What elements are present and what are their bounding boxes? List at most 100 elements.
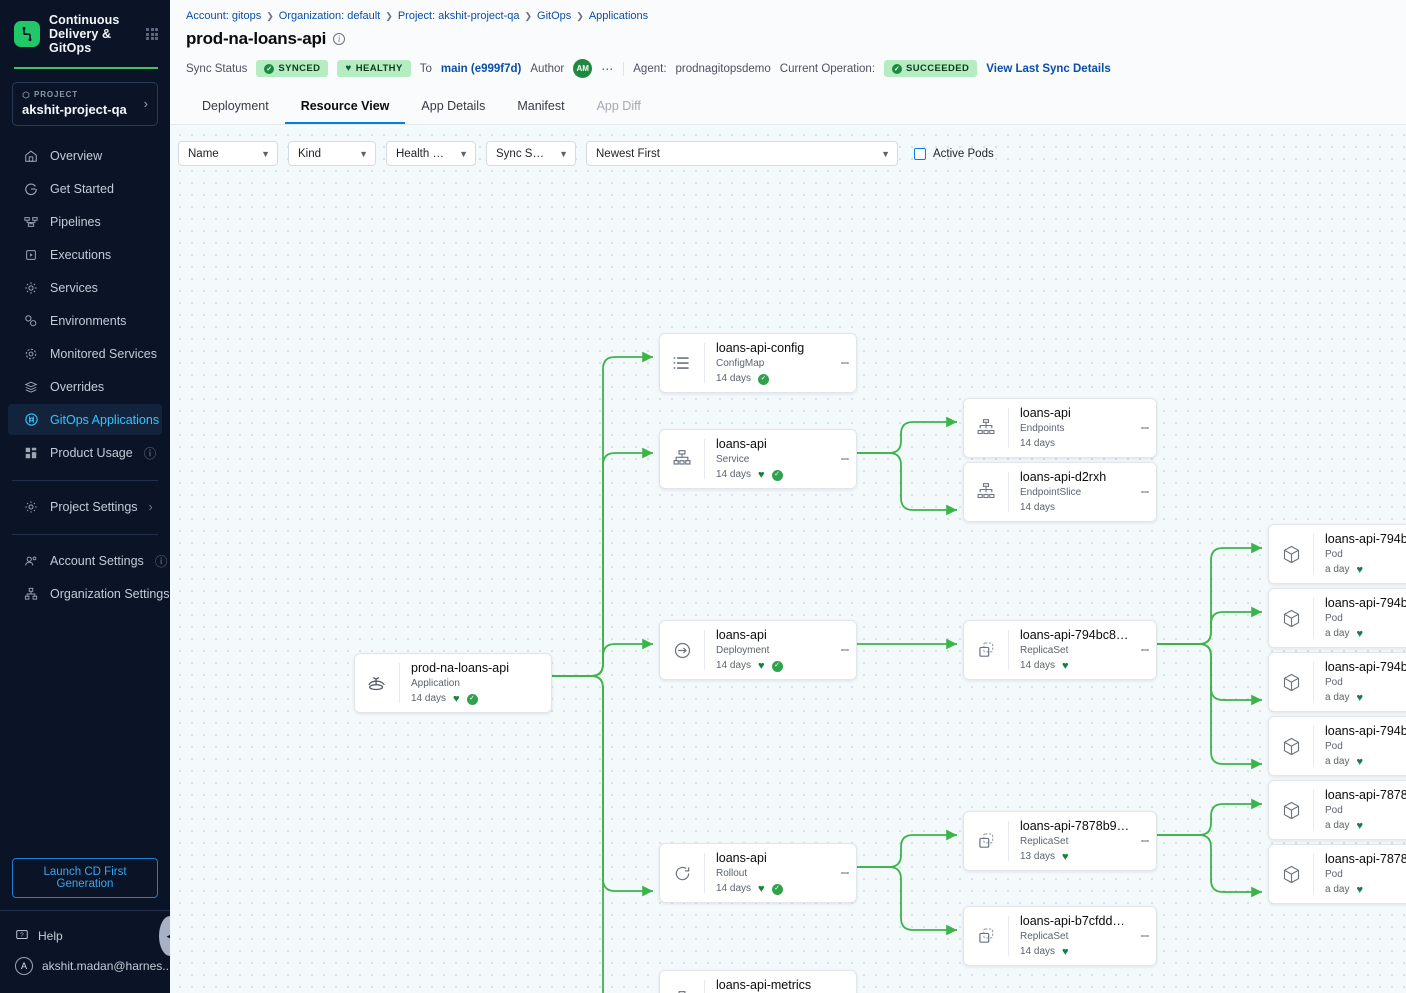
author-avatar: AM	[573, 59, 593, 78]
sort-dropdown[interactable]: Newest First ▼	[586, 141, 898, 166]
sidebar-item-pipelines[interactable]: Pipelines	[8, 206, 162, 237]
sidebar-item-product-usage[interactable]: Product Usage ⓘ	[8, 437, 162, 468]
sidebar-item-project-settings[interactable]: Project Settings ›	[8, 491, 162, 522]
resource-node-pod[interactable]: loans-api-794bc8f994-p... Pod a day ♥	[1268, 652, 1406, 712]
check-icon: ✓	[771, 660, 783, 672]
status-badge-healthy: ♥ HEALTHY	[337, 60, 411, 77]
node-name: loans-api-config	[716, 341, 805, 355]
node-divider	[1313, 662, 1314, 702]
info-icon[interactable]: ⓘ	[154, 555, 168, 569]
more-options-icon[interactable]: ⋯	[601, 61, 615, 76]
heart-icon: ♥	[1062, 945, 1069, 958]
sidebar-item-account-settings[interactable]: Account Settings ⓘ	[8, 545, 167, 576]
node-age: a day	[1325, 628, 1350, 639]
info-icon[interactable]: ⓘ	[143, 447, 157, 461]
resource-node-configmap[interactable]: loans-api-config ConfigMap 14 days ✓	[659, 333, 857, 393]
resource-node-application[interactable]: prod-na-loans-api Application 14 days ♥ …	[354, 653, 552, 713]
node-menu-button[interactable]	[834, 360, 856, 366]
resource-node-pod[interactable]: loans-api-7878b9b8f6-5... Pod a day ♥	[1268, 844, 1406, 904]
filter-health-status-dropdown[interactable]: Health Sta... ▼	[386, 141, 476, 166]
breadcrumb-account[interactable]: Account: gitops	[186, 10, 262, 22]
resource-node-servicemonitor[interactable]: loans-api-metrics ServiceMonitor 14 days…	[659, 970, 857, 993]
breadcrumb-applications[interactable]: Applications	[588, 10, 649, 22]
node-menu-button[interactable]	[1134, 933, 1156, 939]
resource-node-pod[interactable]: loans-api-7878b9b8f6-6... Pod a day ♥	[1268, 780, 1406, 840]
resource-node-rollout[interactable]: loans-api Rollout 14 days ♥ ✓	[659, 843, 857, 903]
tab-deployment[interactable]: Deployment	[202, 99, 269, 113]
sidebar-item-organization-settings[interactable]: Organization Settings ⓘ	[8, 578, 193, 609]
help-icon: ?	[15, 928, 29, 945]
node-menu-button[interactable]	[1134, 489, 1156, 495]
resource-graph-canvas[interactable]: Name ▼ Kind ▼ Health Sta... ▼ Sync Statu…	[170, 125, 1406, 993]
node-divider	[704, 980, 705, 993]
agent-label: Agent:	[633, 62, 667, 75]
product-usage-icon	[23, 445, 39, 461]
resource-node-replicaset[interactable]: loans-api-7878b9b8f6 ReplicaSet 13 days …	[963, 811, 1157, 871]
resource-node-service[interactable]: loans-api Service 14 days ♥ ✓	[659, 429, 857, 489]
sidebar-item-services[interactable]: Services	[8, 272, 162, 303]
filter-sync-status-dropdown[interactable]: Sync Status ▼	[486, 141, 576, 166]
filter-health-value: Health Sta...	[396, 147, 445, 160]
breadcrumb-organization[interactable]: Organization: default	[278, 10, 381, 22]
filter-kind-dropdown[interactable]: Kind ▼	[288, 141, 376, 166]
sidebar-item-label: Overview	[50, 148, 103, 163]
tab-resource-view[interactable]: Resource View	[284, 91, 406, 124]
servicemonitor-icon	[660, 990, 704, 993]
active-pods-checkbox[interactable]: Active Pods	[914, 147, 994, 160]
node-menu-button[interactable]	[834, 456, 856, 462]
svg-text:?: ?	[20, 932, 24, 939]
node-menu-button[interactable]	[834, 647, 856, 653]
node-age: a day	[1325, 564, 1350, 575]
breadcrumb-gitops[interactable]: GitOps	[537, 10, 572, 22]
sidebar-item-overview[interactable]: Overview	[8, 140, 162, 171]
resource-node-deployment[interactable]: loans-api Deployment 14 days ♥ ✓	[659, 620, 857, 680]
node-name: loans-api	[1020, 406, 1071, 420]
sidebar-item-gitops-applications[interactable]: GitOps Applications	[8, 404, 162, 435]
tab-manifest[interactable]: Manifest	[517, 99, 565, 113]
node-name: loans-api	[716, 628, 767, 642]
account-settings-icon	[23, 553, 39, 569]
sidebar-item-overrides[interactable]: Overrides	[8, 371, 162, 402]
view-last-sync-details-link[interactable]: View Last Sync Details	[986, 62, 1111, 75]
revision-link[interactable]: main (e999f7d)	[440, 62, 522, 75]
agent-value: prodnagitopsdemo	[675, 62, 771, 75]
heart-icon: ♥	[758, 882, 765, 895]
help-item[interactable]: ? Help	[0, 921, 170, 951]
chevron-right-icon: ›	[148, 499, 153, 514]
filter-name-dropdown[interactable]: Name ▼	[178, 141, 278, 166]
resource-node-replicaset[interactable]: loans-api-b7cfdd795 ReplicaSet 14 days ♥	[963, 906, 1157, 966]
node-menu-button[interactable]	[834, 870, 856, 876]
breadcrumb-project[interactable]: Project: akshit-project-qa	[397, 10, 520, 22]
node-body: loans-api Service 14 days ♥ ✓	[705, 430, 834, 488]
resource-node-endpoints[interactable]: loans-api Endpoints 14 days	[963, 398, 1157, 458]
node-menu-button[interactable]	[1134, 647, 1156, 653]
pod-icon	[1269, 736, 1313, 757]
resource-node-replicaset[interactable]: loans-api-794bc8f994 ReplicaSet 14 days …	[963, 620, 1157, 680]
sidebar-item-label: Executions	[50, 247, 112, 262]
node-age: 14 days	[716, 469, 752, 480]
user-account-item[interactable]: A akshit.madan@harnes...	[0, 951, 172, 981]
resource-node-pod[interactable]: loans-api-794bc8f994-b... Pod a day ♥	[1268, 524, 1406, 584]
node-footer: a day ♥	[1325, 564, 1406, 576]
sidebar-item-monitored-services[interactable]: Monitored Services	[8, 338, 162, 369]
sidebar-item-get-started[interactable]: Get Started	[8, 173, 162, 204]
sidebar-item-label: Account Settings	[50, 553, 144, 568]
node-body: loans-api-7878b9b8f6-6... Pod a day ♥	[1314, 781, 1406, 839]
info-icon[interactable]: i	[333, 33, 346, 45]
node-menu-button[interactable]	[1134, 838, 1156, 844]
resource-node-endpointslice[interactable]: loans-api-d2rxh EndpointSlice 14 days	[963, 462, 1157, 522]
app-launcher-icon[interactable]	[146, 27, 158, 41]
launch-cd-first-generation-button[interactable]: Launch CD First Generation	[12, 858, 158, 898]
node-name: loans-api-d2rxh	[1020, 470, 1107, 484]
tab-app-details[interactable]: App Details	[421, 99, 486, 113]
resource-node-pod[interactable]: loans-api-794bc8f994-8... Pod a day ♥	[1268, 716, 1406, 776]
node-age: 14 days	[716, 660, 752, 671]
node-footer: a day ♥	[1325, 628, 1406, 640]
sidebar-item-environments[interactable]: Environments	[8, 305, 162, 336]
sidebar-item-executions[interactable]: Executions	[8, 239, 162, 270]
resource-node-pod[interactable]: loans-api-794bc8f994-xr... Pod a day ♥	[1268, 588, 1406, 648]
node-menu-button[interactable]	[1134, 425, 1156, 431]
project-selector[interactable]: PROJECT akshit-project-qa ›	[12, 82, 158, 126]
pipelines-icon	[23, 214, 39, 230]
sidebar-item-label: Services	[50, 280, 98, 295]
